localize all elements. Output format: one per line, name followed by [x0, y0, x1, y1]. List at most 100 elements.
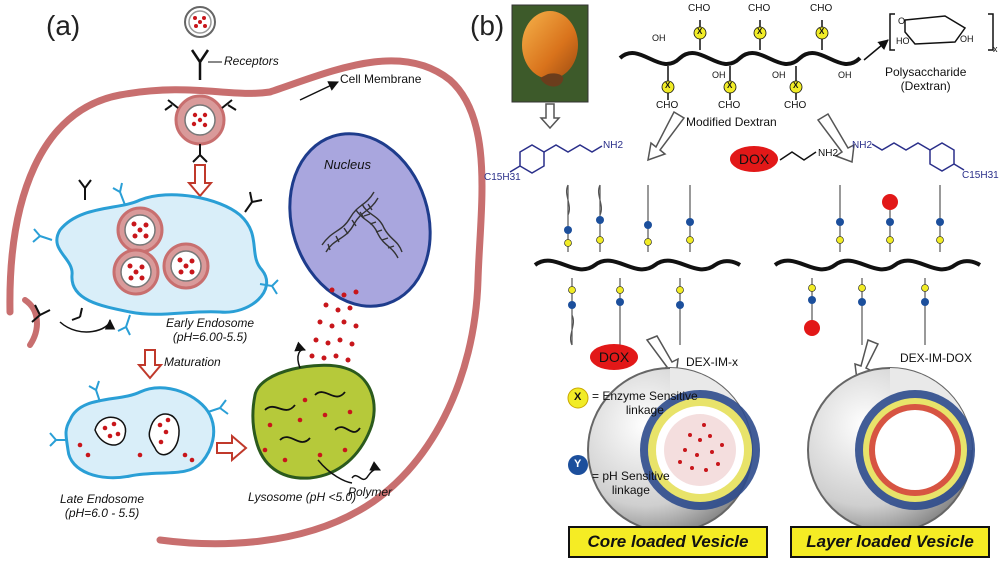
- cell-membrane-pointer: [299, 81, 339, 101]
- receptor-top: [190, 49, 210, 80]
- lysosome-dots: [262, 397, 353, 463]
- ring-x-label: x: [993, 44, 998, 54]
- cardanol-right: [871, 142, 965, 172]
- late-endosome-inner: [94, 413, 180, 456]
- c15h31-left: C15H31: [484, 172, 521, 183]
- x-mark-4: X: [665, 81, 671, 90]
- cho-label-3: CHO: [810, 3, 833, 14]
- x-mark-2: X: [757, 27, 763, 36]
- endocytic-vesicle: [164, 94, 237, 163]
- ph-legend-y: Y: [574, 458, 582, 470]
- cho-label-1: CHO: [688, 3, 711, 14]
- modified-dextran-label: Modified Dextran: [686, 115, 777, 129]
- oh-label-1: OH: [652, 33, 666, 43]
- cho-label-2: CHO: [748, 3, 771, 14]
- dex-im-x-backbone: [533, 258, 742, 272]
- late-endosome-dots: [77, 417, 195, 463]
- late-endosome-name: Late Endosome: [60, 492, 145, 506]
- arrow-to-early-endosome: [186, 164, 214, 198]
- late-endosome-label: Late Endosome (pH=6.0 - 5.5): [60, 492, 145, 521]
- ph-legend-text: = pH Sensitive linkage: [592, 469, 670, 498]
- polysaccharide-name: Polysaccharide: [885, 65, 967, 79]
- lysosome-label: Lysosome (pH <5.0): [248, 490, 357, 504]
- c15h31-right: C15H31: [962, 170, 999, 181]
- layer-vesicle-label: Layer loaded Vesicle: [790, 526, 990, 558]
- lysosome-out-arrow: [294, 341, 306, 369]
- core-vesicle-drug-dots: [678, 423, 724, 472]
- early-endosome-vesicles: [112, 206, 210, 296]
- panel-a-label: (a): [46, 10, 81, 41]
- nh2-dox: NH2: [818, 148, 839, 159]
- early-endosome-label: Early Endosome (pH=6.00-5.5): [166, 316, 255, 345]
- arrow-right-down: [816, 112, 855, 164]
- early-endosome-name: Early Endosome: [166, 316, 255, 330]
- early-endosome-blue-receptors: [32, 182, 279, 336]
- oh-label-4: OH: [838, 70, 852, 80]
- cell-membrane: [6, 57, 486, 548]
- ring-o-label: O: [898, 16, 906, 26]
- arrow-to-lysosome: [216, 433, 248, 463]
- enzyme-legend-dot: [567, 387, 589, 409]
- ph-legend-line1: = pH Sensitive: [592, 469, 670, 483]
- core-vesicle: [587, 367, 760, 533]
- enzyme-legend-text: = Enzyme Sensitive linkage: [592, 389, 698, 418]
- dextran-backbone: [618, 51, 862, 66]
- x-mark-6: X: [793, 81, 799, 90]
- x-mark-5: X: [727, 81, 733, 90]
- early-endosome-ph: (pH=6.00-5.5): [172, 329, 248, 344]
- dex-im-dox-backbone: [773, 258, 982, 272]
- arrow-maturation: [136, 349, 164, 380]
- dex-im-dox-blue-beads: [808, 218, 944, 306]
- late-endosome: [64, 386, 216, 480]
- cho-label-4: CHO: [656, 100, 679, 111]
- cashew-photo: [511, 4, 589, 103]
- cardanol-left: [509, 144, 603, 174]
- arrow-to-dextran: [863, 39, 889, 61]
- late-endosome-receptors: [49, 380, 229, 447]
- polysaccharide-label: Polysaccharide (Dextran): [885, 65, 967, 94]
- maturation-label: Maturation: [164, 355, 221, 369]
- ring-oh-label: OH: [960, 34, 974, 44]
- enzyme-legend-x: X: [574, 391, 582, 403]
- membrane-curl: [22, 297, 40, 348]
- early-endosome: [55, 193, 269, 316]
- late-endosome-ph: (pH=6.0 - 5.5): [64, 505, 140, 520]
- dna-helices: [321, 191, 403, 259]
- nh2-left: NH2: [603, 140, 624, 151]
- dox-badge-mid: DOX: [590, 344, 638, 370]
- dex-im-dox-yellow-beads: [808, 236, 944, 292]
- dex-im-x-label: DEX-IM-x: [686, 355, 738, 369]
- arrow-left-down: [647, 110, 686, 162]
- dextran-x-linkers: [661, 26, 829, 94]
- incoming-vesicle: [184, 6, 216, 38]
- panel-b-label: (b): [470, 10, 505, 41]
- cho-label-5: CHO: [718, 100, 741, 111]
- nucleus-label: Nucleus: [324, 157, 371, 172]
- enzyme-legend-line1: = Enzyme Sensitive: [592, 389, 698, 403]
- dex-im-x-blue-beads: [564, 216, 694, 309]
- dex-im-x-yellow-beads: [564, 236, 694, 294]
- dextran-name: (Dextran): [900, 78, 951, 93]
- nucleus: [288, 132, 432, 308]
- dox-red-beads: [804, 194, 898, 336]
- layer-vesicle: [807, 367, 975, 533]
- dox-amine-chain: [779, 151, 817, 161]
- lysosome-polymer-chains: [264, 391, 361, 443]
- core-vesicle-label: Core loaded Vesicle: [568, 526, 768, 558]
- dox-badge-top: DOX: [730, 146, 778, 172]
- recycling-curve: [59, 318, 116, 333]
- ph-legend-dot: [568, 455, 588, 475]
- x-mark-3: X: [819, 27, 825, 36]
- arrow-photo-down: [539, 103, 561, 130]
- nh2-right: NH2: [852, 140, 873, 151]
- enzyme-legend-line2: linkage: [625, 402, 664, 417]
- x-mark-1: X: [697, 27, 703, 36]
- dex-im-dox-label: DEX-IM-DOX: [900, 351, 972, 365]
- polymer-squiggle: [351, 461, 381, 481]
- oh-label-2: OH: [712, 70, 726, 80]
- polymer-label: Polymer: [348, 485, 393, 499]
- dextran-ring: [889, 13, 994, 51]
- oh-label-3: OH: [772, 70, 786, 80]
- lysosome: [251, 363, 376, 480]
